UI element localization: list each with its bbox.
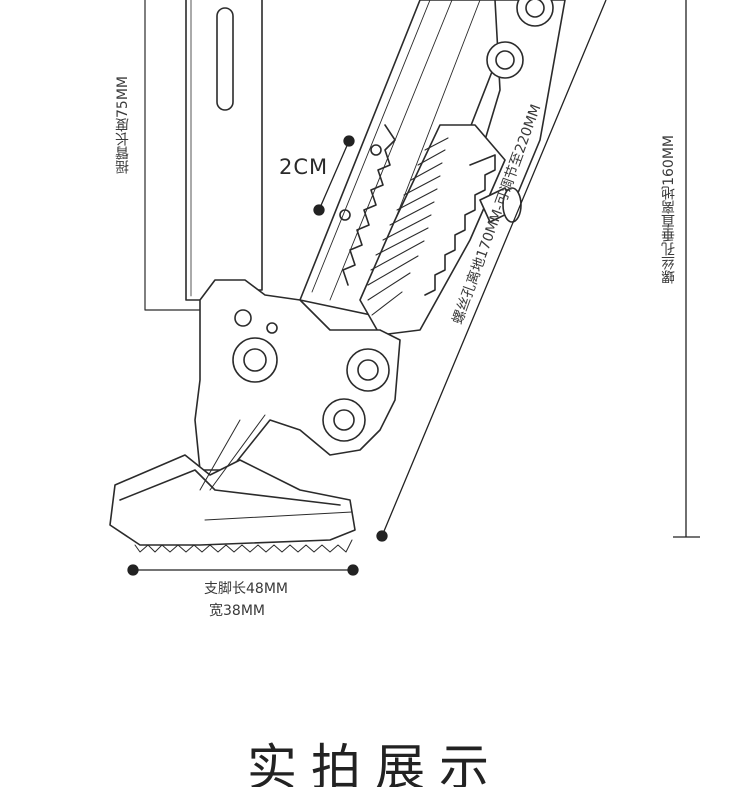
top-bolt-2	[486, 41, 524, 79]
arm-slot	[216, 7, 234, 111]
pivot-bolt-3	[322, 398, 366, 442]
pivot-bolt-1	[232, 337, 278, 383]
step-dimension-line	[318, 140, 350, 211]
arm-dimension-line	[144, 0, 215, 311]
ribbed-plate	[359, 124, 506, 336]
foot-dot-right	[347, 564, 359, 576]
step-dot-top	[343, 135, 355, 147]
arm-length-label: 摇臂长度75MM	[115, 76, 131, 174]
diagonal-dimension-dot	[376, 530, 388, 542]
leg-tube	[299, 0, 521, 321]
diagonal-dimension-line	[381, 0, 607, 537]
stepped-rack	[342, 124, 396, 286]
step-dot-bottom	[313, 204, 325, 216]
pivot-bolt-2	[346, 348, 390, 392]
foot-length-label: 支脚长48MM	[204, 581, 288, 597]
foot-width-label: 宽38MM	[209, 603, 265, 619]
step-size-label: 2CM	[279, 155, 329, 179]
foot-dot-left	[127, 564, 139, 576]
swing-arm-plate	[185, 0, 263, 301]
foot-teeth	[134, 539, 353, 553]
foot-pad	[109, 454, 356, 546]
hole-vertical-height-label: 螺丝孔垂直离地160MM	[661, 135, 677, 284]
section-title: 实拍展示	[247, 739, 503, 787]
